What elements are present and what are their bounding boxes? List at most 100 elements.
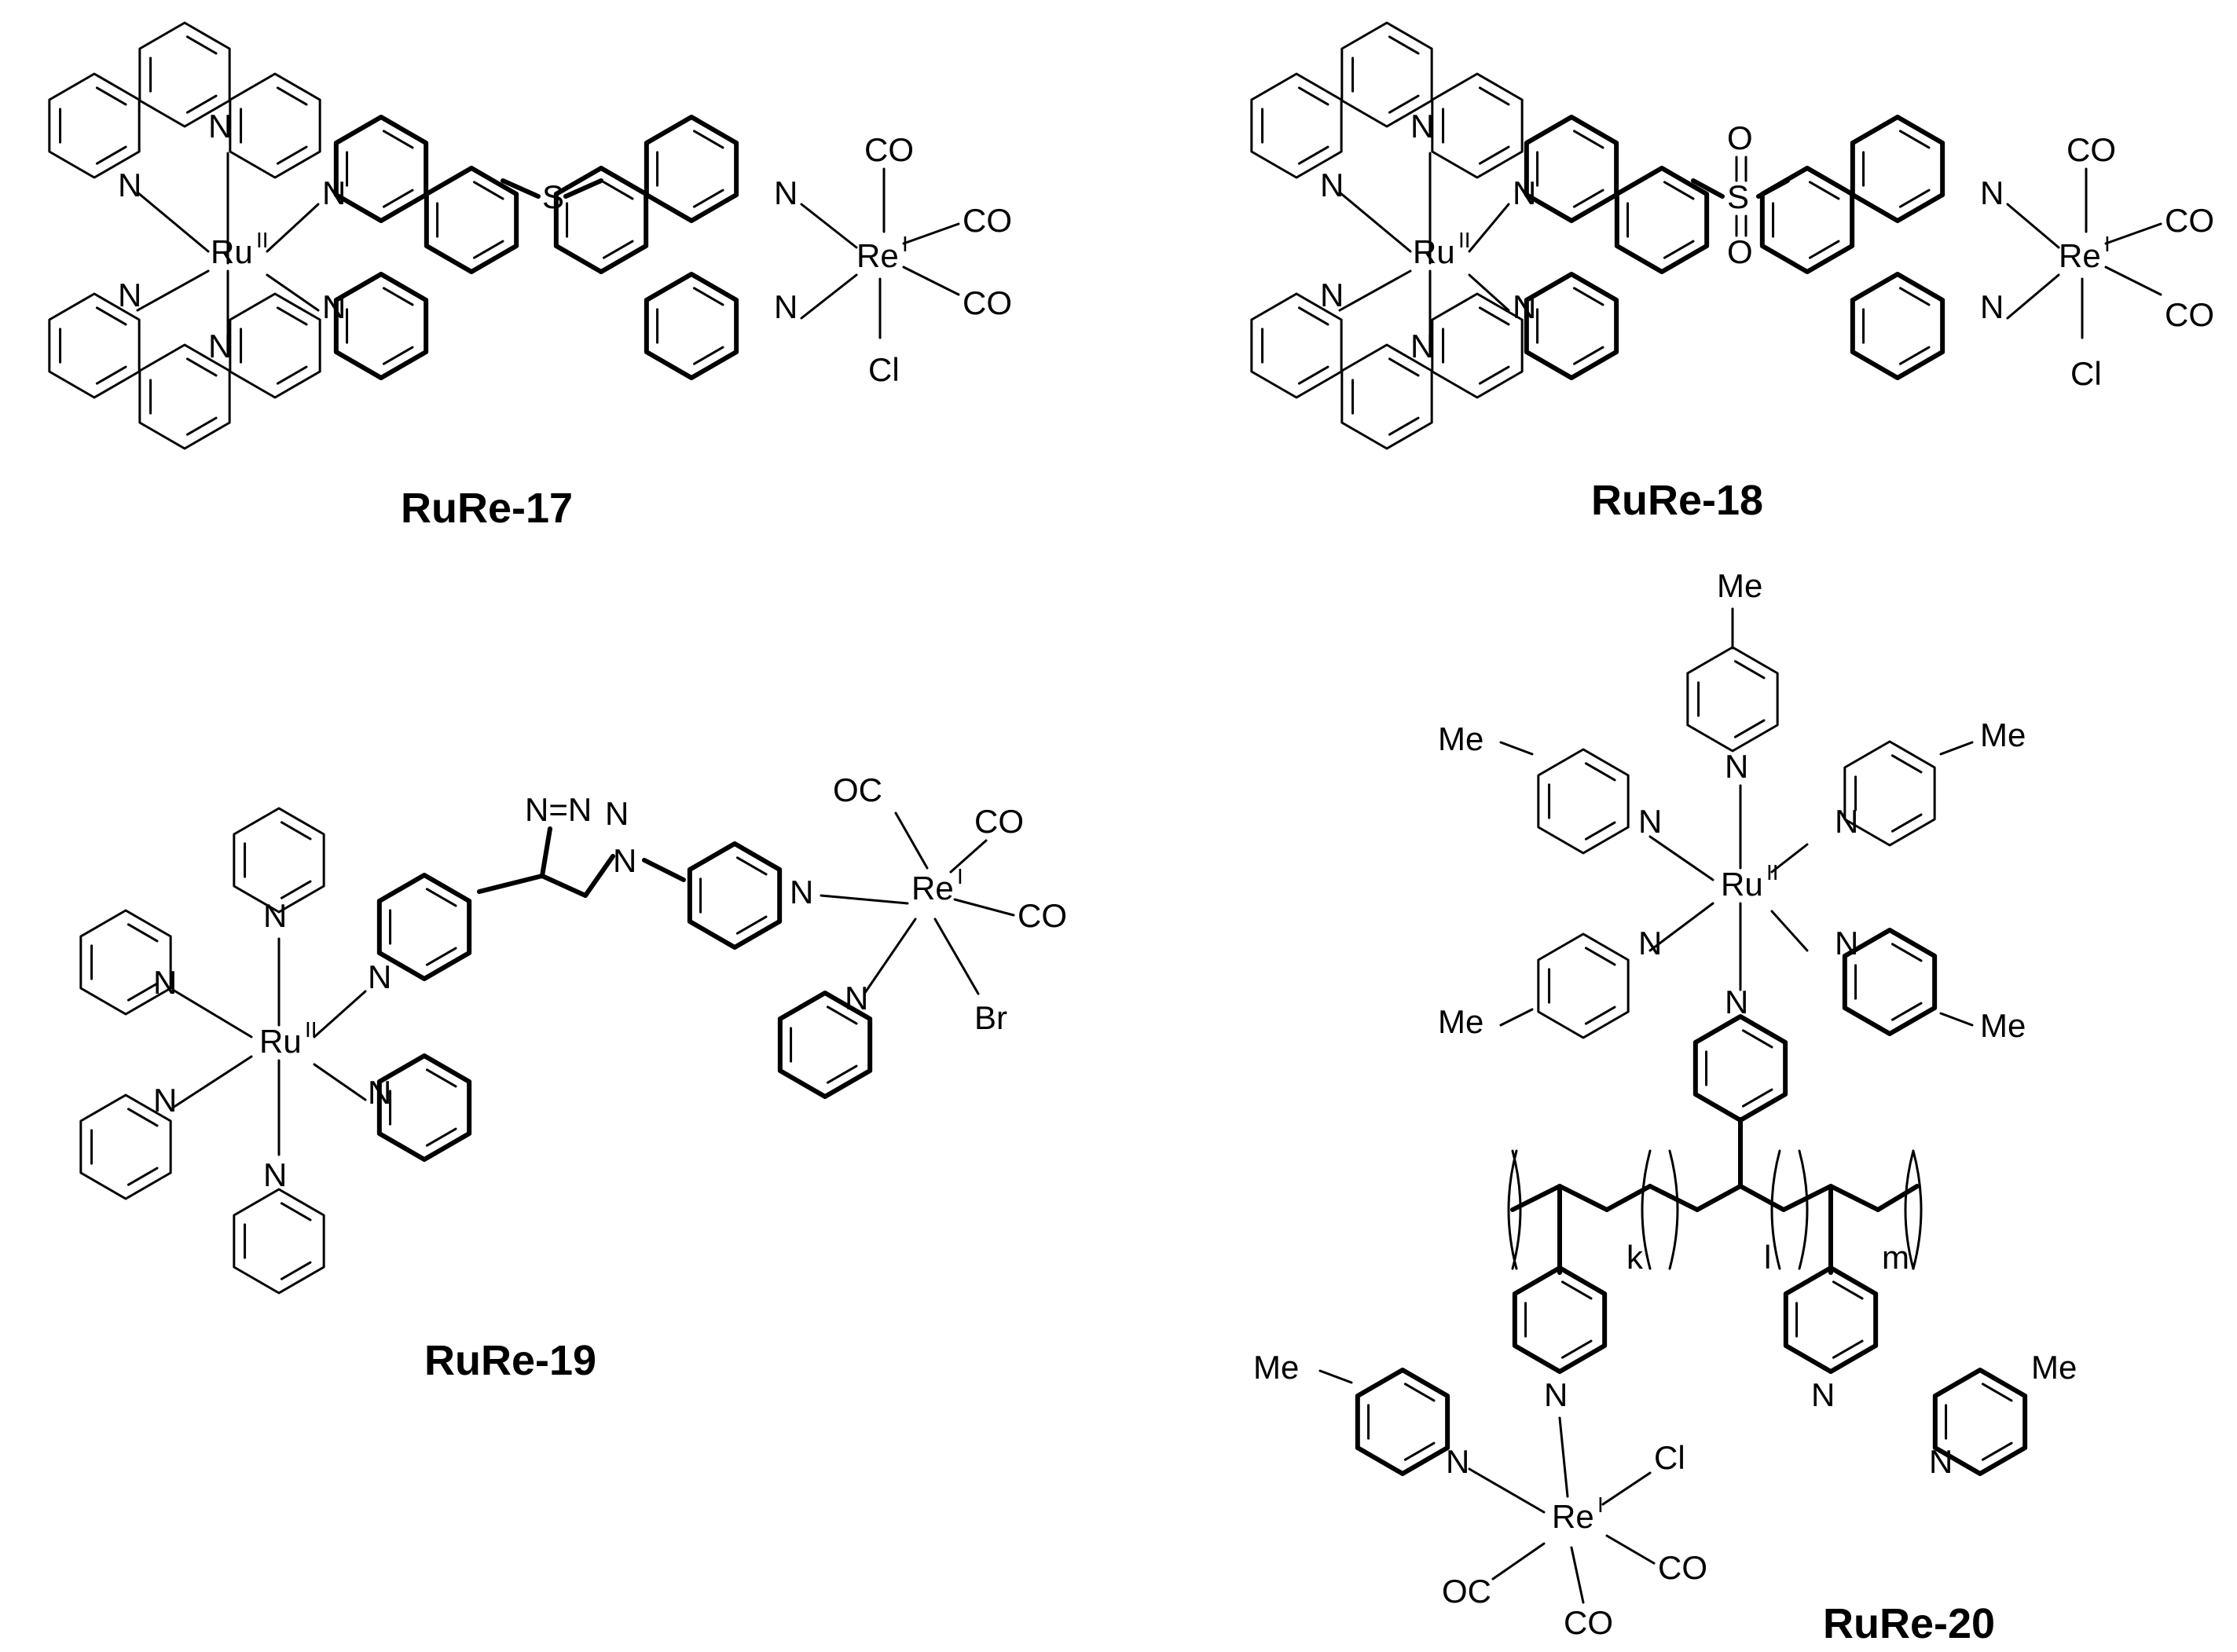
bond (1648, 902, 1714, 952)
bond (1338, 269, 1412, 312)
nitrogen-atom: N (1725, 748, 1748, 785)
subscript-l: l (1764, 1239, 1771, 1276)
bridge-bpy-ring (376, 1053, 472, 1162)
bond (1770, 843, 1809, 874)
nitrogen-atom: N (1320, 277, 1344, 313)
bond (313, 990, 367, 1038)
nitrogen-atom: N (1980, 174, 2004, 211)
bromide-ligand: Br (974, 999, 1007, 1036)
bridge-phen-ring (1850, 115, 1945, 223)
re-oxidation-state: I (2104, 232, 2110, 256)
chloride-ligand: Cl (1654, 1439, 1685, 1476)
carbonyl-ligand: CO (864, 131, 914, 168)
bond (266, 273, 320, 312)
bridge-phen-ring (333, 115, 429, 223)
triazole-nitrogen: N (605, 795, 629, 832)
dmbpy-ring (1692, 1014, 1788, 1123)
bond (1756, 178, 1790, 199)
nitrogen-atom: N (208, 328, 232, 364)
bridge-bpy-ring (777, 991, 873, 1099)
caption-rure-18: RuRe-18 (1591, 477, 1763, 524)
nitrogen-atom: N (1980, 288, 2004, 325)
double-bond (1572, 346, 1604, 365)
double-bond (127, 1167, 159, 1186)
nitrogen-atom: N (1544, 1376, 1568, 1413)
double-bond (735, 856, 768, 876)
double-bond (425, 947, 457, 966)
carbonyl-ligand: CO (974, 803, 1024, 840)
bond (477, 874, 545, 894)
carbonyl-ligand: OC (1442, 1573, 1491, 1610)
dmbpy-ring (1843, 740, 1936, 847)
bond (1876, 1184, 1920, 1212)
nitrogen-atom: N (263, 1156, 287, 1193)
double-bond (185, 35, 218, 55)
nitrogen-atom: N (1835, 803, 1858, 840)
bond (1318, 1369, 1353, 1384)
bridge-phen-ring (553, 166, 649, 274)
double-bond (1572, 189, 1604, 208)
double-bond (1890, 1002, 1923, 1021)
bond (800, 203, 858, 249)
nitrogen-atom: N (322, 288, 346, 325)
double-bond (280, 1202, 312, 1222)
double-bond (127, 982, 159, 1002)
double-bond (1898, 189, 1931, 208)
double-bond (735, 915, 768, 935)
dmbpy-ring (1355, 1368, 1450, 1476)
methyl-group: Me (1980, 716, 2026, 753)
nitrogen-atom: N (1835, 925, 1858, 962)
nitrogen-atom: N (1320, 167, 1344, 203)
phen-ring (1431, 72, 1524, 179)
bridge-bpy-ring (376, 873, 472, 981)
re-oxidation-state: I (902, 232, 908, 256)
re-metal-label: Re (856, 237, 899, 274)
subscript-m: m (1882, 1239, 1909, 1276)
bpy-ring (79, 1093, 172, 1200)
bond (894, 811, 929, 870)
nitrogen-atom: N (208, 108, 232, 145)
nitrogen-atom: N (1638, 925, 1662, 962)
bpy-ring (233, 1188, 325, 1295)
bridge-bpy-ring (687, 841, 783, 950)
dmbpy-ring (1537, 932, 1630, 1039)
double-bond (1403, 1383, 1436, 1402)
double-bond (382, 346, 414, 365)
double-bond (1741, 1029, 1773, 1049)
repeat-unit-bracket (1904, 1149, 1915, 1270)
bridge-phen-ring (644, 272, 739, 380)
double-bond (692, 130, 724, 149)
double-bond (95, 306, 127, 326)
dmbpy-ring (1537, 748, 1630, 855)
double-bond (1403, 1441, 1436, 1461)
phen-ring (1250, 72, 1343, 179)
bridge-phen-ring (1614, 166, 1710, 274)
phen-ring (229, 292, 321, 399)
bond (171, 988, 253, 1038)
re-oxidation-state: I (1597, 1493, 1604, 1517)
nitrogen-atom: N (118, 167, 141, 203)
ru-metal-label: Ru (1721, 866, 1763, 903)
carbonyl-ligand: CO (1564, 1604, 1613, 1641)
bond (1939, 741, 1974, 756)
bridge-phen-ring (333, 272, 429, 380)
bond (2104, 222, 2162, 245)
methyl-group: Me (1438, 720, 1483, 757)
double-bond (1832, 1280, 1864, 1300)
double-bond (95, 365, 127, 385)
double-bond (1733, 660, 1766, 679)
bridge-phen-ring (424, 166, 519, 274)
bond (171, 1055, 253, 1109)
double-bond (1832, 1339, 1864, 1359)
nitrogen-atom: N (1410, 328, 1434, 364)
nitrogen-atom: N (263, 897, 287, 934)
nitrogen-atom: N (1638, 803, 1662, 840)
double-bond (692, 189, 724, 208)
bond (2006, 203, 2060, 249)
double-bond (280, 880, 312, 899)
bond (800, 273, 858, 320)
bridge-phen-ring (1524, 272, 1619, 380)
bond (1770, 910, 1809, 952)
ru-oxidation-state: II (1766, 860, 1779, 885)
double-bond (1560, 1339, 1593, 1359)
